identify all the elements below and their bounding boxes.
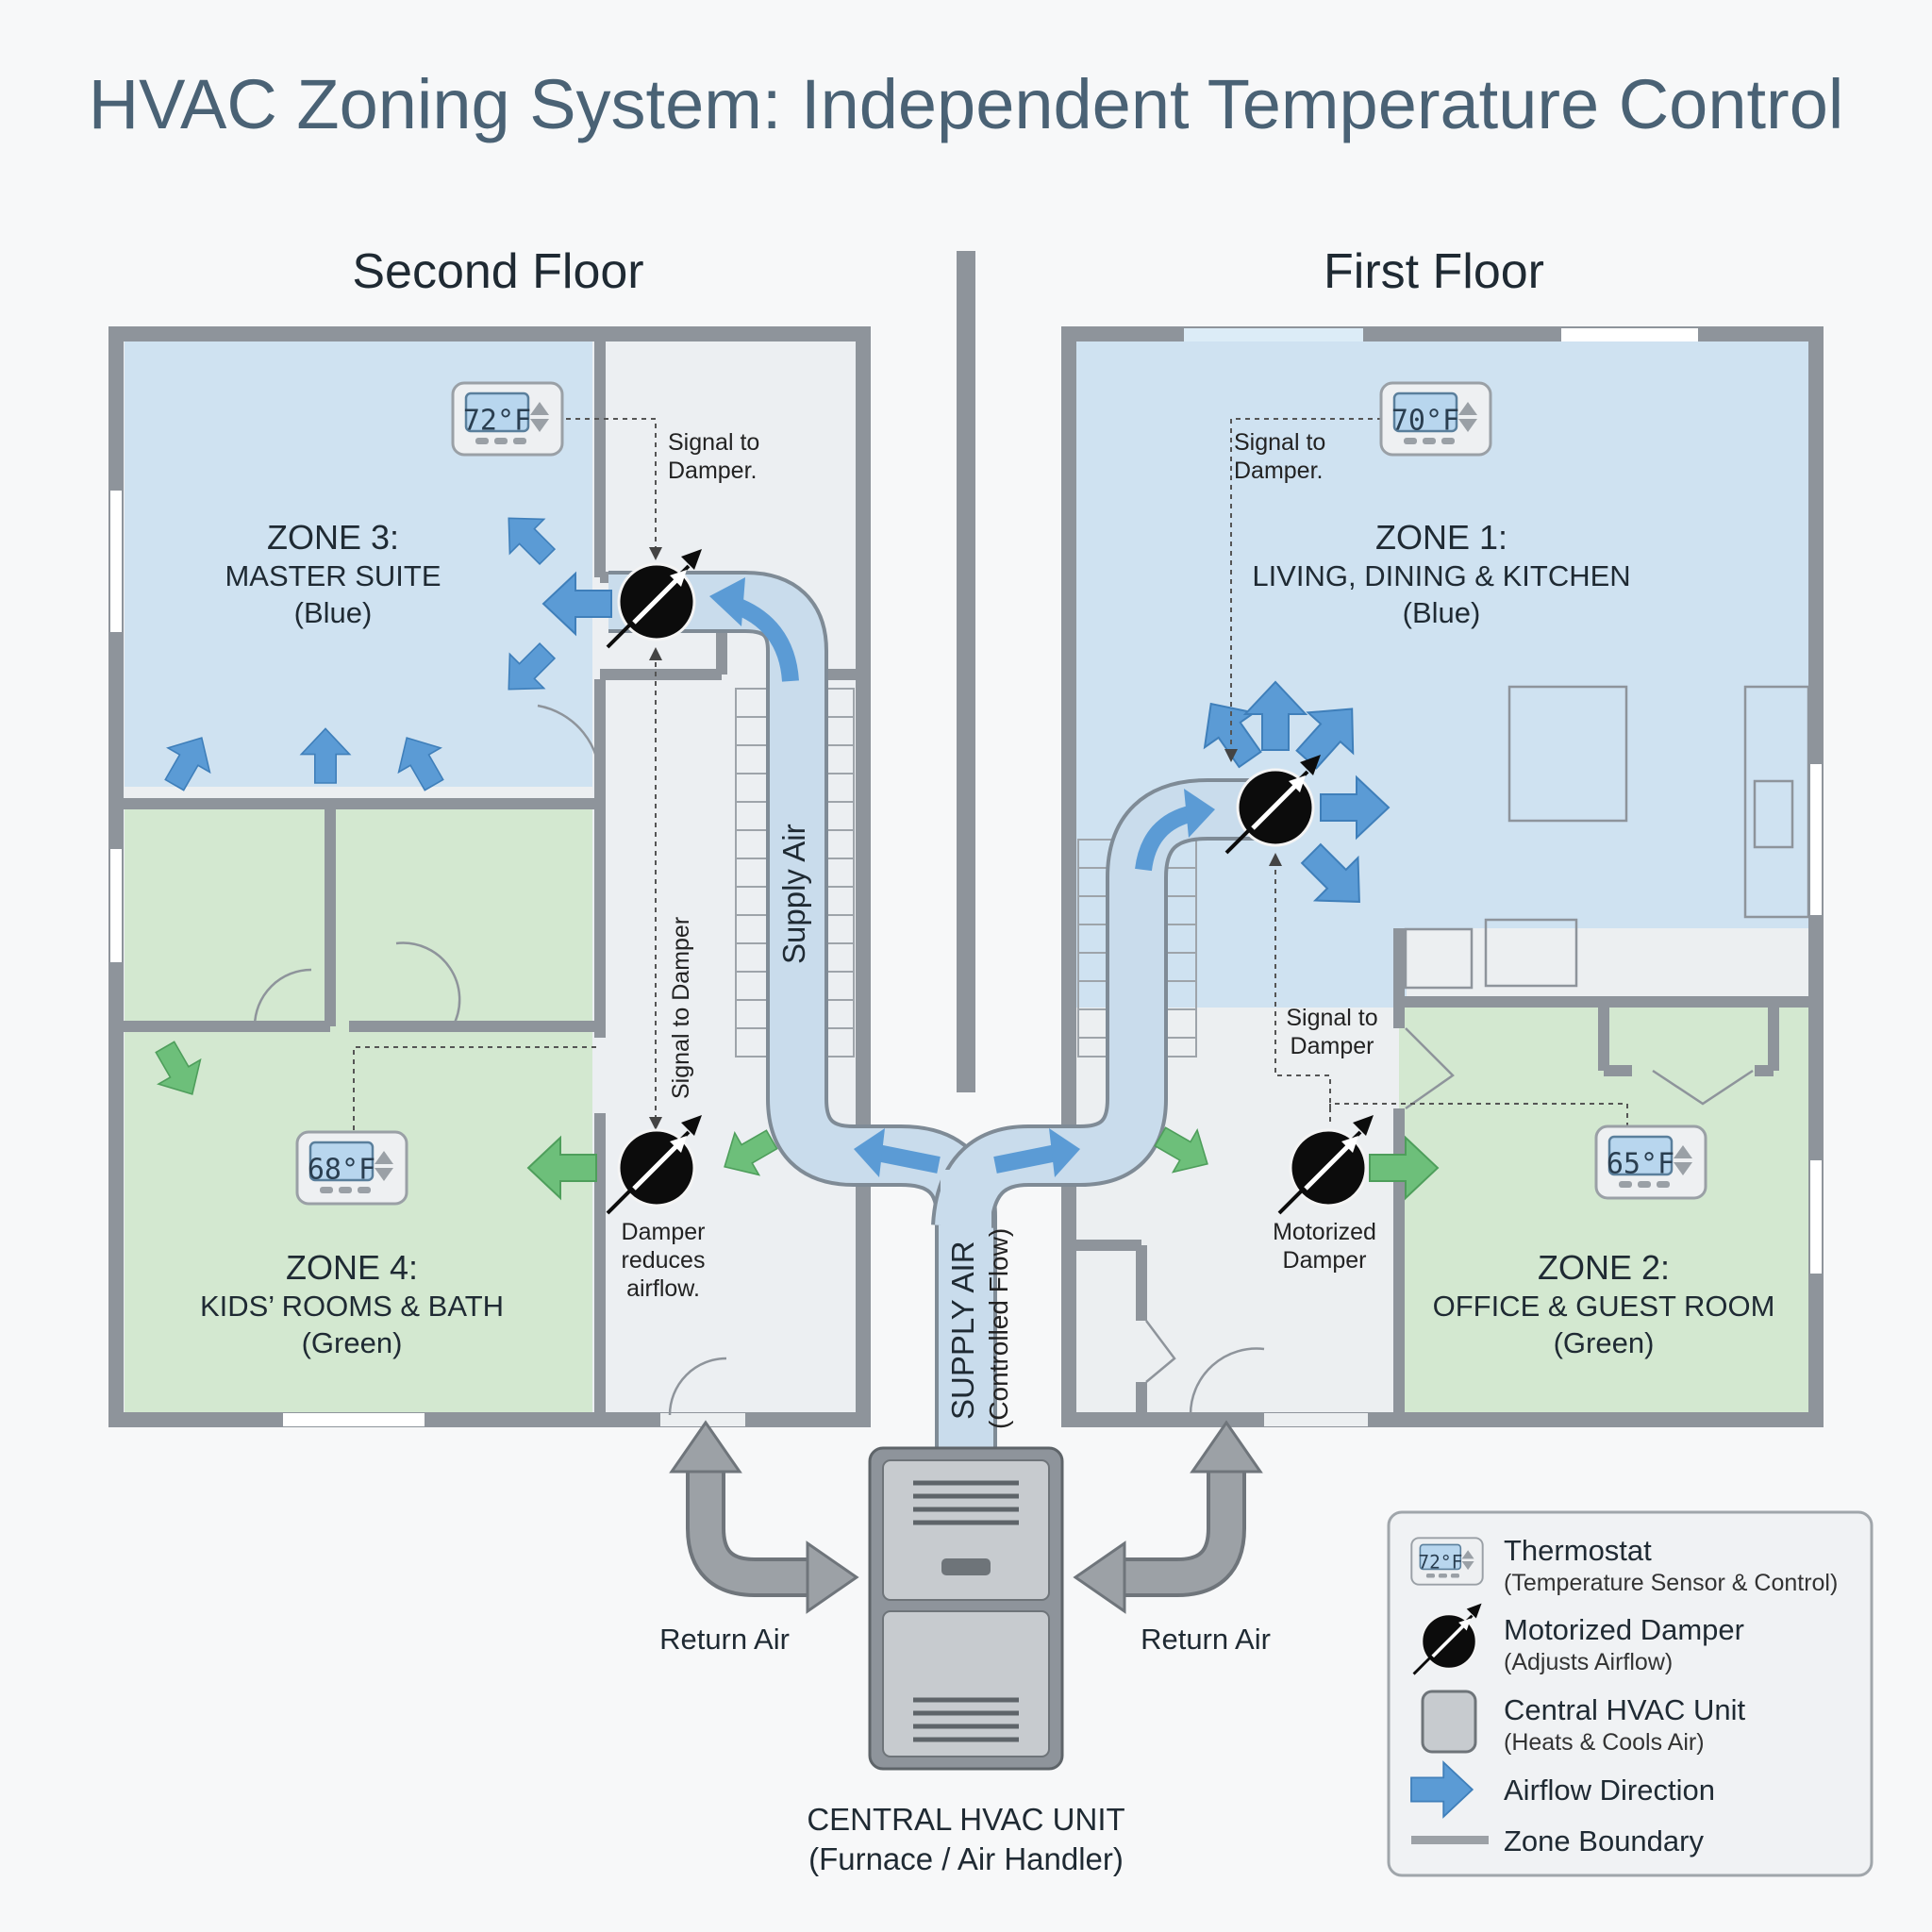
controlled-flow-label: (Controlled Flow) bbox=[984, 1228, 1013, 1429]
signal-note-zone-2: Signal to bbox=[1286, 1005, 1377, 1031]
signal-note-zone-1: Signal to bbox=[1234, 429, 1325, 456]
thermostat-zone-3-reading: 72°F bbox=[463, 405, 531, 438]
svg-text:Damper: Damper bbox=[1283, 1247, 1367, 1274]
damper-reduces-note: Damper reduces airflow. bbox=[622, 1219, 706, 1302]
svg-text:OFFICE & GUEST ROOM: OFFICE & GUEST ROOM bbox=[1433, 1290, 1775, 1323]
return-air-left-label: Return Air bbox=[659, 1623, 790, 1656]
thermostat-zone-4: 68°F bbox=[295, 1130, 408, 1206]
signal-note-zone-3-line2: Damper. bbox=[668, 458, 757, 484]
thermostat-zone-1-reading: 70°F bbox=[1391, 405, 1459, 438]
hvac-unit-title: CENTRAL HVAC UNIT bbox=[807, 1802, 1124, 1837]
svg-text:MASTER SUITE: MASTER SUITE bbox=[225, 559, 441, 592]
signal-note-zone-4: Signal to Damper bbox=[668, 917, 694, 1099]
legend: 72°F Thermostat (Temperature Sensor & Co… bbox=[1387, 1510, 1874, 1877]
svg-text:airflow.: airflow. bbox=[626, 1275, 700, 1302]
first-floor-plan bbox=[1061, 326, 1824, 1427]
legend-damper-sub: (Adjusts Airflow) bbox=[1504, 1649, 1673, 1675]
hvac-unit-subtitle: (Furnace / Air Handler) bbox=[808, 1841, 1124, 1876]
zone-3-label: ZONE 3: MASTER SUITE (Blue) bbox=[225, 518, 441, 629]
svg-text:72°F: 72°F bbox=[1418, 1551, 1462, 1573]
thermostat-zone-3: 72°F bbox=[451, 381, 564, 457]
svg-text:(Blue): (Blue) bbox=[1403, 596, 1481, 629]
second-floor-title: Second Floor bbox=[352, 244, 643, 299]
legend-thermostat-icon: 72°F bbox=[1410, 1537, 1484, 1586]
supply-air-label: Supply Air bbox=[776, 824, 811, 964]
main-supply-air-label: SUPPLY AIR bbox=[945, 1241, 980, 1420]
return-air-left-arrow bbox=[669, 1420, 859, 1614]
central-hvac-unit bbox=[868, 1446, 1064, 1771]
svg-text:LIVING, DINING & KITCHEN: LIVING, DINING & KITCHEN bbox=[1252, 559, 1630, 592]
signal-lines bbox=[353, 418, 1628, 1132]
svg-text:ZONE 3:: ZONE 3: bbox=[267, 518, 399, 557]
floor-divider bbox=[957, 251, 975, 1092]
svg-text:Motorized: Motorized bbox=[1273, 1219, 1376, 1245]
signal-note-zone-2-line2: Damper bbox=[1291, 1033, 1374, 1059]
second-floor-plan bbox=[108, 326, 871, 1427]
zone-4-area bbox=[125, 809, 592, 1413]
thermostat-zone-2: 65°F bbox=[1594, 1124, 1707, 1200]
return-air-right-arrow bbox=[1073, 1420, 1263, 1614]
page-title: HVAC Zoning System: Independent Temperat… bbox=[89, 65, 1844, 143]
legend-unit-sub: (Heats & Cools Air) bbox=[1504, 1729, 1705, 1756]
thermostat-zone-2-reading: 65°F bbox=[1607, 1148, 1674, 1181]
signal-note-zone-1-line2: Damper. bbox=[1234, 458, 1323, 484]
legend-unit-icon bbox=[1421, 1690, 1477, 1754]
svg-text:(Green): (Green) bbox=[1554, 1326, 1655, 1359]
svg-text:(Blue): (Blue) bbox=[294, 596, 373, 629]
signal-note-zone-3: Signal to bbox=[668, 429, 759, 456]
return-air-right-label: Return Air bbox=[1141, 1623, 1271, 1656]
legend-unit-label: Central HVAC Unit bbox=[1504, 1693, 1746, 1726]
legend-airflow-label: Airflow Direction bbox=[1504, 1774, 1715, 1807]
svg-text:ZONE 1:: ZONE 1: bbox=[1375, 518, 1507, 557]
legend-damper-label: Motorized Damper bbox=[1504, 1613, 1744, 1646]
motorized-damper-note: Motorized Damper bbox=[1273, 1219, 1376, 1274]
zone-4-label: ZONE 4: KIDS’ ROOMS & BATH (Green) bbox=[200, 1248, 504, 1359]
zone-1-label: ZONE 1: LIVING, DINING & KITCHEN (Blue) bbox=[1252, 518, 1630, 629]
svg-text:ZONE 2:: ZONE 2: bbox=[1538, 1248, 1670, 1287]
legend-thermostat-label: Thermostat bbox=[1504, 1534, 1652, 1567]
svg-text:(Green): (Green) bbox=[302, 1326, 403, 1359]
svg-text:reduces: reduces bbox=[622, 1247, 706, 1274]
svg-text:ZONE 4:: ZONE 4: bbox=[286, 1248, 418, 1287]
zone-2-label: ZONE 2: OFFICE & GUEST ROOM (Green) bbox=[1433, 1248, 1775, 1359]
svg-text:KIDS’ ROOMS & BATH: KIDS’ ROOMS & BATH bbox=[200, 1290, 504, 1323]
thermostat-zone-1: 70°F bbox=[1379, 381, 1492, 457]
legend-boundary-label: Zone Boundary bbox=[1504, 1824, 1704, 1857]
legend-thermostat-sub: (Temperature Sensor & Control) bbox=[1504, 1570, 1838, 1596]
svg-text:Damper: Damper bbox=[622, 1219, 706, 1245]
first-floor-title: First Floor bbox=[1324, 244, 1544, 299]
legend-boundary-icon bbox=[1411, 1836, 1489, 1844]
supply-duct bbox=[608, 571, 1269, 1472]
thermostat-zone-4-reading: 68°F bbox=[308, 1154, 375, 1187]
